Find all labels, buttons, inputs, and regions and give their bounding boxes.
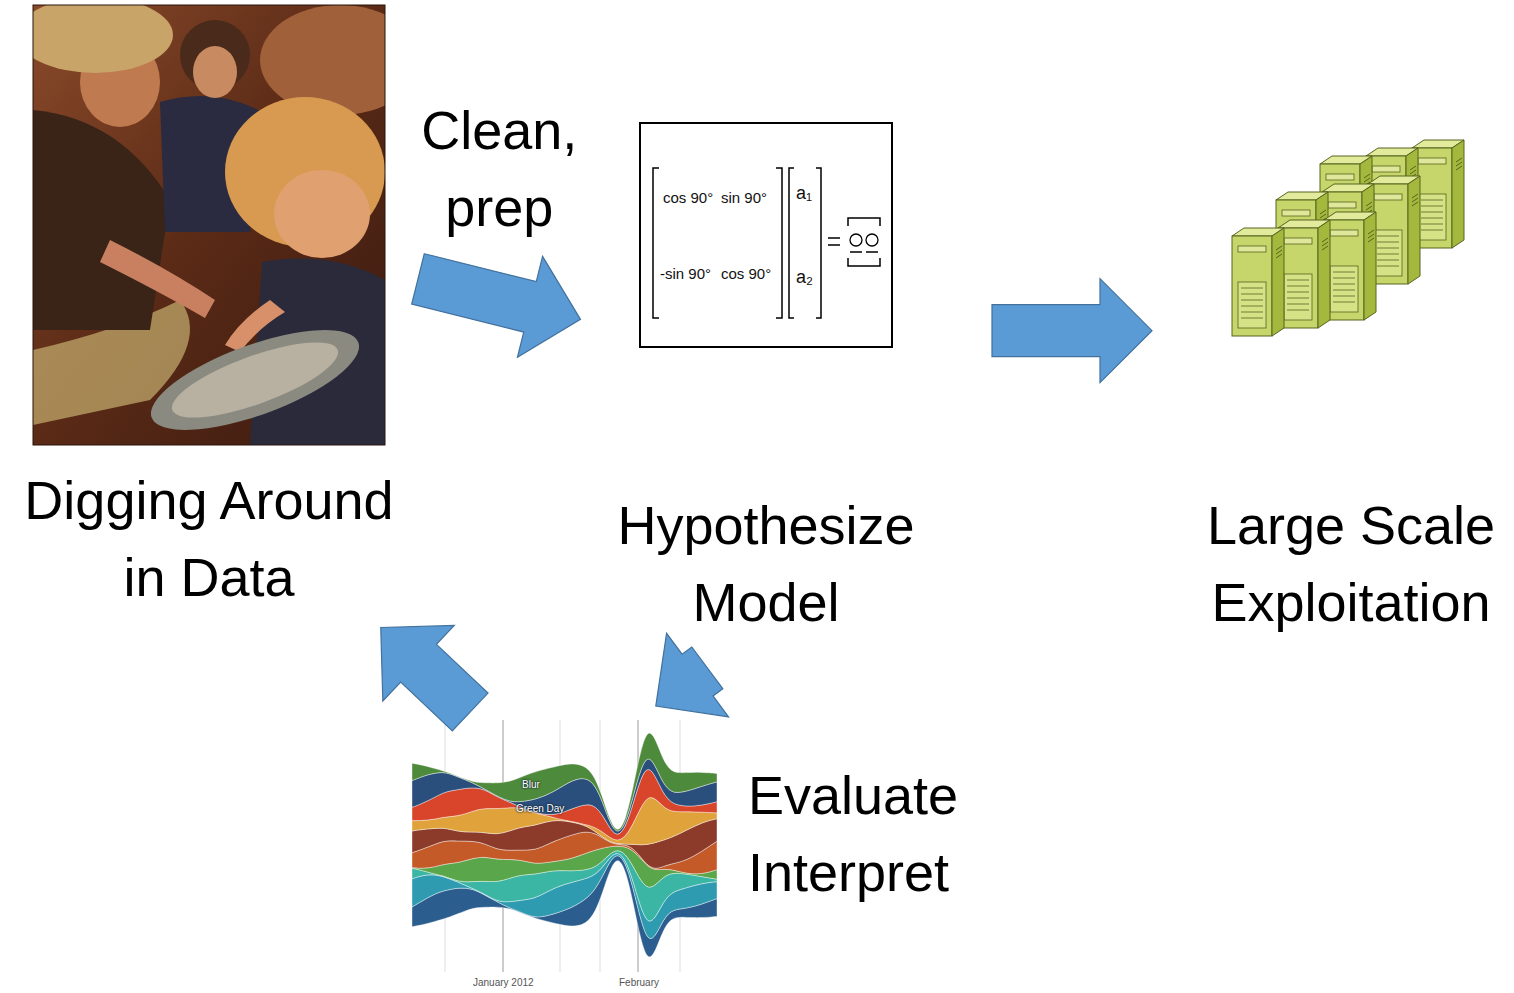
node-label: Hypothesize Model xyxy=(596,487,936,641)
node-label: Large Scale Exploitation xyxy=(1192,487,1510,641)
matrix-entry: sin 90° xyxy=(721,190,767,205)
server-tower xyxy=(1232,228,1284,336)
block-arrow xyxy=(992,279,1152,383)
matrix-sketch xyxy=(640,123,892,347)
vector-bracket xyxy=(816,168,821,318)
photo-frame xyxy=(33,5,385,445)
stream-band xyxy=(412,733,717,831)
face-eye xyxy=(866,234,878,246)
vector-bracket xyxy=(789,168,794,318)
stream-label: Blur xyxy=(522,780,540,790)
node-label: Digging Around in Data xyxy=(0,462,418,616)
server-rack xyxy=(1232,140,1464,336)
matrix-entry: cos 90° xyxy=(663,190,713,205)
photo-pan xyxy=(140,309,371,445)
axis-label: February xyxy=(619,978,659,988)
block-arrow xyxy=(656,633,729,717)
text-block: Hypothesize Model xyxy=(596,487,936,641)
text-block: Large Scale Exploitation xyxy=(1192,487,1510,641)
matrix-entry: cos 90° xyxy=(721,266,771,281)
axis-label: January 2012 xyxy=(473,978,534,988)
text-block: Digging Around in Data xyxy=(0,462,418,616)
server-tower xyxy=(1324,212,1376,320)
block-arrow xyxy=(412,254,581,358)
server-tower xyxy=(1278,220,1330,328)
gold-panning-photo xyxy=(33,5,385,445)
text-block: Evaluate Interpret xyxy=(748,757,998,911)
photo-man-body xyxy=(33,110,170,330)
photo-pan-inner xyxy=(164,327,346,432)
vector-entry: a₂ xyxy=(796,268,813,286)
equals-sign xyxy=(828,238,840,245)
result-bracket xyxy=(848,218,880,266)
evaluate-node: Evaluate Interpret xyxy=(408,712,1000,990)
photo-hat xyxy=(33,5,173,73)
node-label: Evaluate Interpret xyxy=(748,757,998,911)
photo-arm xyxy=(100,240,215,318)
photo-child-face xyxy=(193,46,237,98)
photo-boy-face xyxy=(274,170,370,258)
block-arrow xyxy=(381,625,488,730)
sketch-frame xyxy=(640,123,892,347)
model-node: Hypothesize Model xyxy=(596,118,936,647)
edge-label: Clean, prep xyxy=(399,92,599,246)
matrix-entry: -sin 90° xyxy=(660,266,711,281)
photo-node: Digging Around in Data xyxy=(0,5,418,622)
servers-node: Large Scale Exploitation xyxy=(1192,118,1510,647)
face-mouth xyxy=(850,251,878,252)
face-eye xyxy=(850,234,862,246)
matrix-bracket xyxy=(776,168,782,318)
photo-rock xyxy=(260,5,385,115)
stream-label: Green Day xyxy=(516,804,564,814)
streamgraph xyxy=(412,720,717,972)
vector-entry: a₁ xyxy=(796,184,812,202)
matrix-bracket xyxy=(653,168,659,318)
